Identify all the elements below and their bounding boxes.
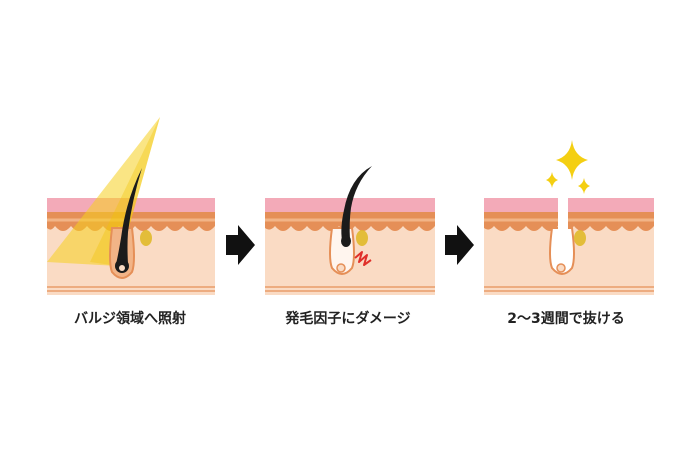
sparkle-icon [578, 178, 590, 194]
sparkle-icon [546, 172, 558, 188]
hair-strand [116, 168, 142, 268]
light-beam [47, 117, 160, 266]
arrow-right-icon [445, 225, 474, 265]
step-3-caption: 2～3週間で抜ける [507, 311, 625, 327]
step-1-caption: バルジ領域へ照射 [74, 311, 186, 327]
skin-panel-shed [484, 140, 654, 295]
damage-mark-icon [354, 251, 372, 266]
sparkle-icon [556, 140, 588, 180]
skin-panel-irradiation [47, 117, 215, 295]
step-2-caption: 発毛因子にダメージ [285, 311, 411, 327]
hair-strand [341, 166, 372, 243]
skin-panel-damage [265, 166, 435, 295]
arrow-right-icon [226, 225, 255, 265]
